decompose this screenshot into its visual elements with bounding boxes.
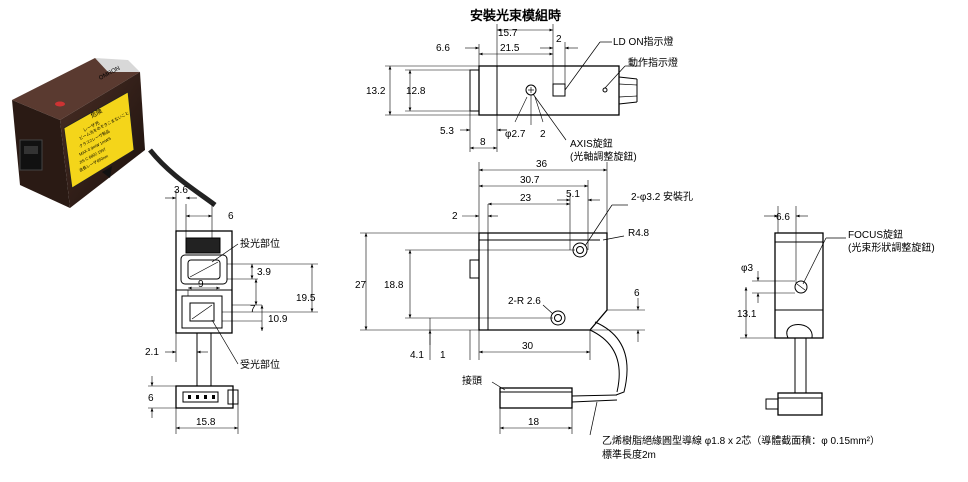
dim-left-15-8: 15.8	[196, 417, 216, 428]
dim-top-13-2: 13.2	[366, 86, 386, 97]
dim-front-18: 18	[528, 417, 540, 428]
dim-front-36: 36	[536, 159, 548, 170]
dim-front-1: 1	[440, 350, 446, 361]
dim-front-6: 6	[634, 288, 640, 299]
dim-front-30: 30	[522, 341, 534, 352]
label-focus-knob: FOCUS旋鈕	[848, 228, 903, 241]
label-cable-length: 標準長度2m	[602, 448, 656, 461]
label-focus-knob-sub: (光束形狀調整旋鈕)	[848, 241, 935, 254]
dim-front-30-7: 30.7	[520, 175, 540, 186]
product-photo: 危険 レーザ光 ビーム光をのぞきこまないこと クラス2レーザ製品 MAX 0.9…	[12, 58, 217, 208]
label-cable-description: 乙烯樹脂絕緣圓型導線 φ1.8 x 2芯（導體截面積：φ 0.15mm²）	[602, 434, 880, 447]
label-receiver: 受光部位	[240, 358, 280, 371]
dim-front-4-1: 4.1	[410, 350, 424, 361]
dim-top-2: 2	[556, 34, 562, 45]
dim-front-23: 23	[520, 193, 532, 204]
drawing-title: 安裝光束模組時	[470, 8, 561, 23]
dim-top-21-5: 21.5	[500, 43, 520, 54]
top-view: 15.7 2 21.5 6.6 13.2 12.8 5.3 φ2.7 2 8 L…	[366, 24, 678, 163]
dim-front-27: 27	[355, 280, 367, 291]
dim-left-3-9: 3.9	[257, 267, 271, 278]
label-action-indicator: 動作指示燈	[628, 56, 678, 69]
dim-left-9: 9	[198, 279, 204, 290]
dim-front-2: 2	[452, 211, 458, 222]
dim-left-6: 6	[228, 211, 234, 222]
right-side-view: 6.6 φ3 13.1 FOCUS旋鈕 (光束形狀調整旋鈕)	[737, 206, 935, 416]
dim-left-10-9: 10.9	[268, 314, 288, 325]
label-axis-knob: AXIS旋鈕	[570, 137, 613, 150]
label-connector: 接頭	[462, 374, 482, 387]
label-emitter: 投光部位	[240, 237, 280, 250]
front-view: 36 30.7 23 5.1 2 27 18.8 6 4.1 1 30	[355, 159, 880, 461]
dim-top-15-7: 15.7	[498, 28, 518, 39]
dim-top-2-b: 2	[540, 129, 546, 140]
dim-front-18-8: 18.8	[384, 280, 404, 291]
dim-left-2-1: 2.1	[145, 347, 159, 358]
label-ld-on-indicator: LD ON指示燈	[613, 35, 674, 48]
label-radius-4-8: R4.8	[628, 228, 650, 239]
dim-top-12-8: 12.8	[406, 86, 426, 97]
dim-right-phi-3: φ3	[741, 263, 753, 274]
label-radius-2-6: 2-R 2.6	[508, 296, 541, 307]
dim-top-5-3: 5.3	[440, 126, 454, 137]
dim-right-6-6: 6.6	[776, 212, 790, 223]
dim-right-13-1: 13.1	[737, 309, 757, 320]
dim-top-8: 8	[480, 137, 486, 148]
dim-top-phi-2-7: φ2.7	[505, 129, 526, 140]
dim-left-7: 7	[250, 304, 256, 315]
dim-top-6-6: 6.6	[436, 43, 450, 54]
dim-left-19-5: 19.5	[296, 293, 316, 304]
label-axis-knob-sub: (光軸調整旋鈕)	[570, 150, 637, 163]
dim-front-5-1: 5.1	[566, 189, 580, 200]
dim-left-3-6: 3.6	[174, 185, 188, 196]
label-mount-hole: 2-φ3.2 安裝孔	[631, 190, 693, 203]
dim-left-6-b: 6	[148, 393, 154, 404]
left-side-view: 3.6 6 9 3.9 19.5 7 10.9 2.1 6 15.8 投光部位	[145, 185, 318, 434]
